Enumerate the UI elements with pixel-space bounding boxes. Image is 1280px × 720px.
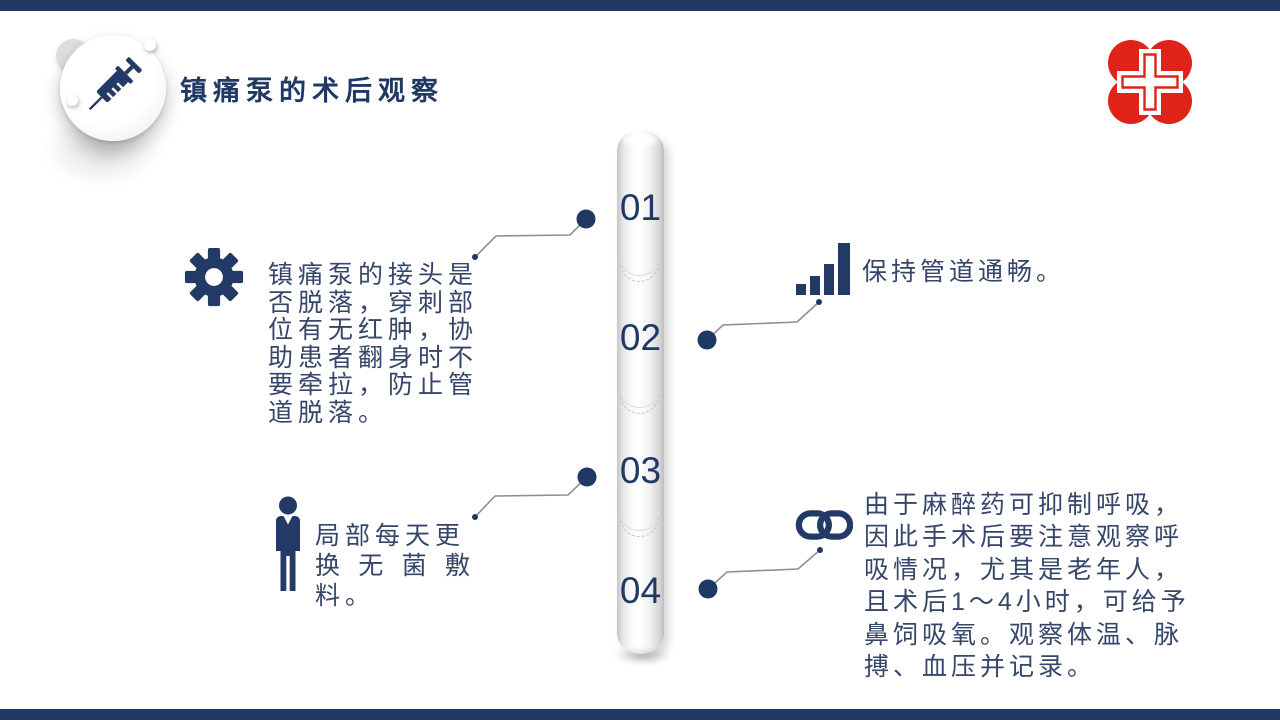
decor-dot bbox=[67, 95, 78, 106]
step-number-03: 03 bbox=[619, 450, 662, 491]
step-number-01: 01 bbox=[619, 187, 662, 228]
cylinder-highlight bbox=[621, 132, 660, 148]
cylinder-shadow bbox=[611, 648, 673, 664]
item-text-04: 由于麻醉药可抑制呼吸， 因此手术后要注意观察呼 吸情况，尤其是老年人， 且术后1… bbox=[864, 491, 1190, 682]
timeline-cylinder: 01 02 03 04 bbox=[617, 130, 664, 654]
chain-link-icon bbox=[795, 506, 854, 549]
item-text-03: 局部每天更 换无菌敷料。 bbox=[315, 522, 475, 610]
top-accent-bar bbox=[0, 0, 1280, 11]
step-number-02: 02 bbox=[619, 317, 662, 358]
bottom-accent-bar bbox=[0, 709, 1280, 720]
step-number-04: 04 bbox=[619, 570, 662, 611]
item-text-01: 镇痛泵的接头是 否脱落，穿刺部 位有无红肿，协 助患者翻身时不 要牵拉，防止管 … bbox=[268, 261, 479, 427]
gear-icon bbox=[183, 247, 245, 312]
decor-dot bbox=[144, 39, 156, 51]
page-title: 镇痛泵的术后观察 bbox=[180, 76, 444, 107]
item-text-02: 保持管道通畅。 bbox=[862, 258, 1066, 286]
cylinder-joint bbox=[619, 389, 660, 415]
person-icon bbox=[268, 496, 308, 601]
hospital-cross-logo bbox=[1100, 32, 1200, 132]
cylinder-joint bbox=[619, 257, 660, 283]
cylinder-joint bbox=[619, 512, 660, 538]
bar-chart-icon bbox=[796, 243, 850, 300]
title-badge bbox=[60, 35, 166, 141]
syringe-icon bbox=[72, 45, 154, 132]
